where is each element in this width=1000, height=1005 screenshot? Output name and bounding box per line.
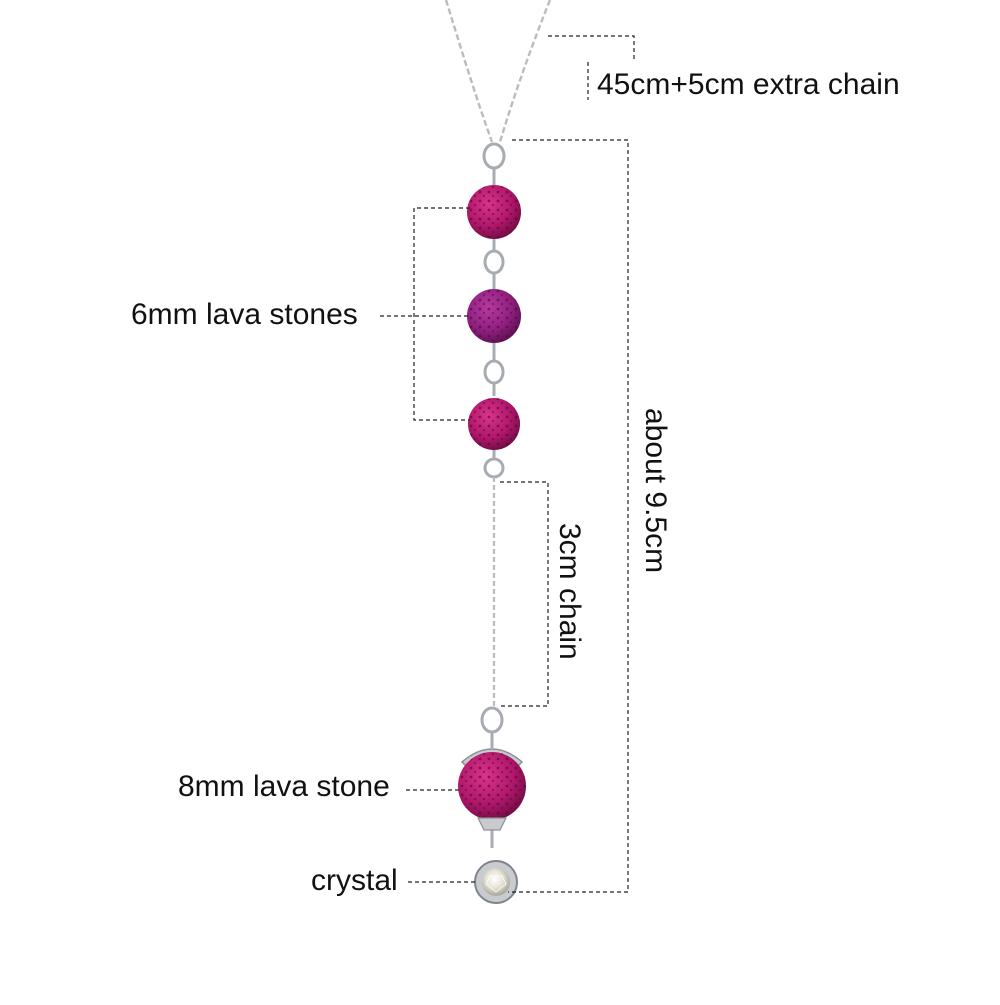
lava-stone-8mm-label: 8mm lava stone xyxy=(178,770,390,803)
lava-stones-6mm-label: 6mm lava stones xyxy=(131,298,358,331)
chain-3cm-bracket xyxy=(500,481,549,707)
lava-stone-icon xyxy=(467,185,521,239)
chain-left-strand xyxy=(444,0,494,143)
extra-chain-bracket xyxy=(548,35,635,62)
lava-stone-icon xyxy=(467,289,521,343)
crystal-label: crystal xyxy=(311,864,398,897)
links xyxy=(480,142,506,848)
lava-stones-6mm xyxy=(467,185,521,450)
annotation-lines xyxy=(380,35,635,893)
lava-stone-icon xyxy=(468,398,520,450)
chain-3cm-label: 3cm chain xyxy=(553,523,586,660)
extra-chain-label: 45cm+5cm extra chain xyxy=(597,68,900,101)
total-length-bracket xyxy=(508,139,629,893)
crystal-charm-icon xyxy=(474,860,518,904)
lava-stone-8mm xyxy=(458,748,526,831)
chain-right-strand xyxy=(498,0,552,143)
total-length-label: about 9.5cm xyxy=(639,408,672,574)
lava-stone-icon xyxy=(458,752,526,820)
lava-stones-bracket xyxy=(413,207,470,421)
upper-chain xyxy=(444,0,552,143)
